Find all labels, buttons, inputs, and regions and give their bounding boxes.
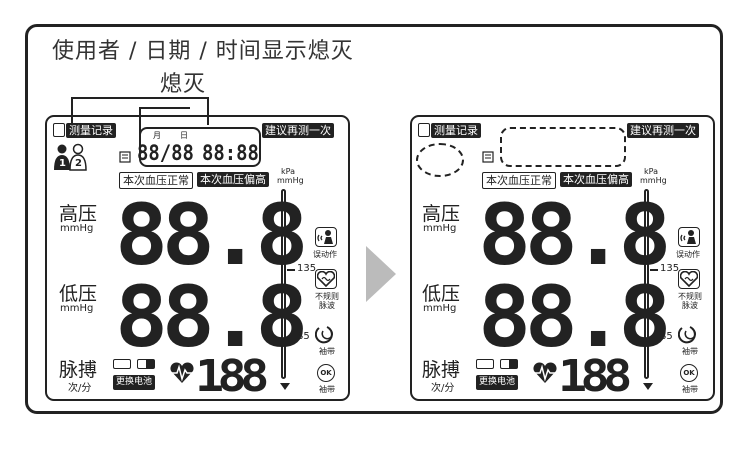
scale-tick-85: [650, 337, 658, 339]
ok-cuff-label: 袖带: [319, 385, 335, 394]
sys-digits: 88.8: [478, 186, 672, 284]
battery-label: 更换电池: [476, 375, 519, 390]
lcd-panel-before: 测量记录 建议再测一次 1 2 月 日 88/88 88:88 本次血压正常 本…: [45, 115, 350, 401]
sys-label: 高压: [59, 203, 98, 225]
scale-135-label: 135: [297, 263, 317, 274]
pulse-unit: 次/分: [431, 383, 455, 394]
pulse-label: 脉搏: [422, 359, 461, 381]
sys-label: 高压: [422, 203, 461, 225]
cuff-icon: [678, 326, 696, 344]
dia-label: 低压: [422, 283, 461, 305]
scale-85-label: 85: [297, 331, 310, 342]
ok-cuff-icon: OK: [680, 364, 698, 382]
irregular-heart-icon: [315, 269, 337, 289]
scale-135-label: 135: [660, 263, 680, 274]
cuff-icon: [315, 326, 333, 344]
irregular-label-1: 不规则: [315, 292, 339, 301]
date-display: 88/88: [137, 141, 194, 165]
transition-arrow-icon: [366, 246, 396, 302]
pulse-digits: 188: [558, 351, 632, 402]
motion-label: 误动作: [676, 250, 700, 259]
caption-off-label: 熄灭: [160, 72, 207, 97]
sys-digits: 88.8: [115, 186, 309, 284]
high-label: 本次血压偏高: [197, 172, 269, 187]
dia-unit: mmHg: [60, 303, 94, 314]
month-label: 月: [153, 131, 161, 140]
irregular-label-2: 脉波: [319, 301, 335, 310]
memory-label: 测量记录: [66, 123, 116, 138]
caption-title: 使用者 / 日期 / 时间显示熄灭: [52, 39, 354, 64]
scale-tick-135: [287, 269, 295, 271]
battery-label: 更换电池: [113, 375, 156, 390]
time-display: 88:88: [202, 141, 259, 165]
day-label: 日: [180, 131, 188, 140]
battery-full-icon: [500, 359, 518, 369]
pulse-unit: 次/分: [68, 383, 92, 394]
user2-number: 2: [75, 158, 82, 169]
scale-down-arrow-icon: [280, 383, 290, 390]
memory-icon: [53, 123, 65, 137]
mmhg-label: mmHg: [640, 176, 667, 185]
normal-label: 本次血压正常: [482, 172, 556, 189]
battery-empty-icon: [113, 359, 131, 369]
scale-down-arrow-icon: [643, 383, 653, 390]
pulse-label: 脉搏: [59, 359, 98, 381]
dia-digits: 88.8: [115, 268, 309, 366]
dia-unit: mmHg: [423, 303, 457, 314]
irregular-heart-icon: [678, 269, 700, 289]
kpa-label: kPa: [644, 167, 658, 176]
ok-cuff-label: 袖带: [682, 385, 698, 394]
heart-pulse-icon: [532, 362, 558, 383]
scale-tick-85: [287, 337, 295, 339]
calendar-icon: [482, 149, 494, 163]
motion-icon: [678, 227, 700, 247]
user-icons: 1 2: [52, 143, 88, 171]
dia-label: 低压: [59, 283, 98, 305]
cuff-label: 袖带: [319, 347, 335, 356]
user-icon: [54, 143, 87, 171]
outer-frame: [25, 24, 723, 414]
datetime-box: [139, 127, 261, 167]
mmhg-label: mmHg: [277, 176, 304, 185]
irregular-label-1: 不规则: [678, 292, 702, 301]
irregular-label-2: 脉波: [682, 301, 698, 310]
pressure-scale: [281, 189, 286, 379]
battery-full-icon: [137, 359, 155, 369]
scale-85-label: 85: [660, 331, 673, 342]
user1-number: 1: [59, 158, 66, 169]
lcd-panel-after: 测量记录 建议再测一次 本次血压正常 本次血压偏高 高压 mmHg 低压 mmH…: [410, 115, 715, 401]
suggest-label: 建议再测一次: [627, 123, 699, 138]
motion-icon: [315, 227, 337, 247]
scale-tick-135: [650, 269, 658, 271]
heart-pulse-icon: [169, 362, 195, 383]
high-label: 本次血压偏高: [560, 172, 632, 187]
calendar-icon: [119, 149, 131, 163]
suggest-label: 建议再测一次: [262, 123, 334, 138]
kpa-label: kPa: [281, 167, 295, 176]
dia-digits: 88.8: [478, 268, 672, 366]
sys-unit: mmHg: [60, 223, 94, 234]
motion-label: 误动作: [313, 250, 337, 259]
memory-label: 测量记录: [431, 123, 481, 138]
memory-icon: [418, 123, 430, 137]
pressure-scale: [644, 189, 649, 379]
normal-label: 本次血压正常: [119, 172, 193, 189]
ok-cuff-icon: OK: [317, 364, 335, 382]
user-icon-off-placeholder: [416, 143, 464, 177]
battery-empty-icon: [476, 359, 494, 369]
sys-unit: mmHg: [423, 223, 457, 234]
datetime-off-placeholder: [500, 127, 626, 167]
cuff-label: 袖带: [682, 347, 698, 356]
pulse-digits: 188: [195, 351, 269, 402]
